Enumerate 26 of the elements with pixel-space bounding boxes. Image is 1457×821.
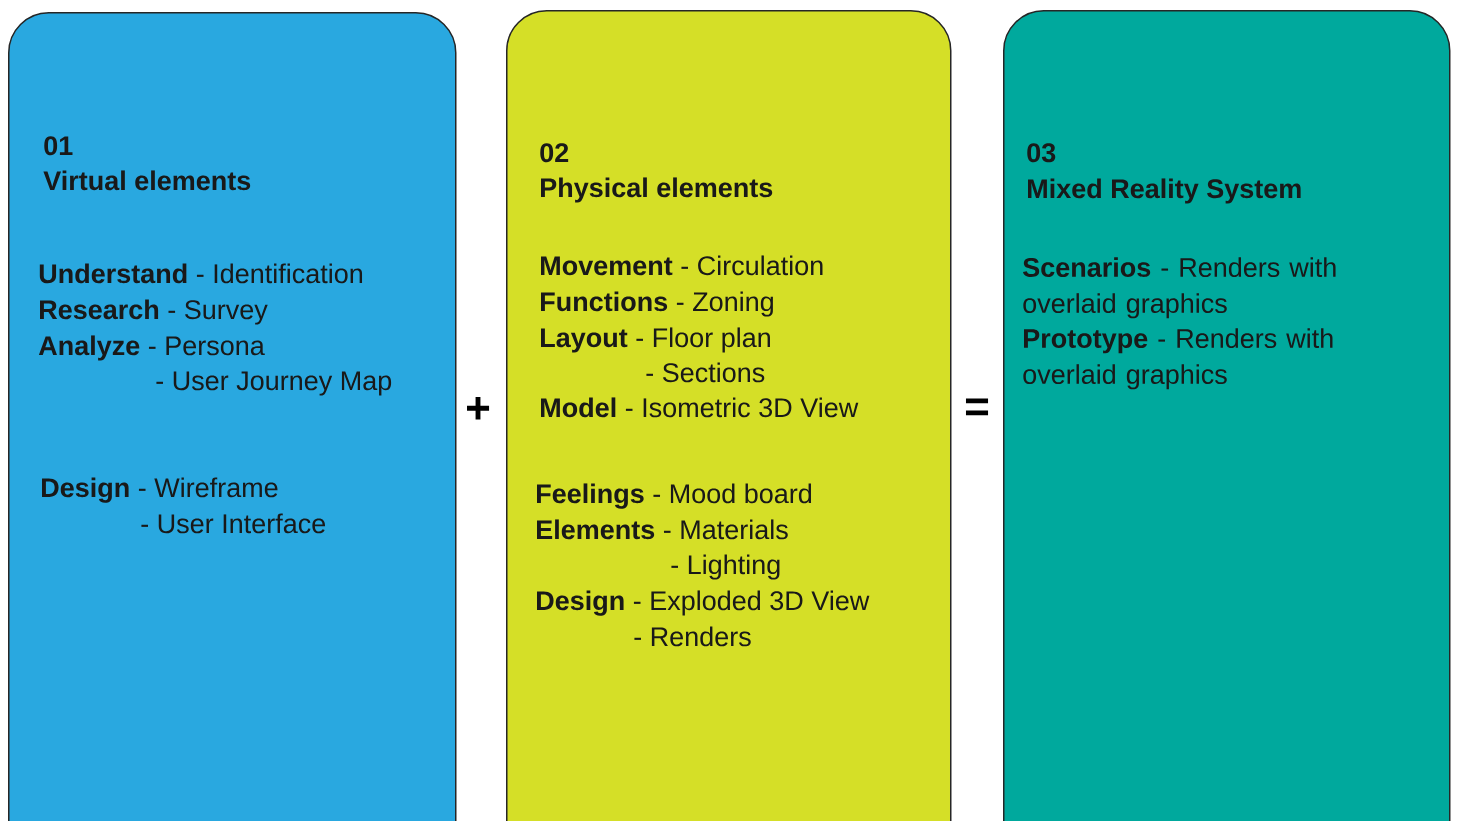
list-item: Prototype - Renders with overlaid graphics [1023, 328, 1333, 390]
list-item: Feelings - Mood board [537, 483, 812, 509]
operator-sign: = [966, 398, 989, 416]
list-item: - Lighting [671, 554, 780, 580]
heading-number: 03 [1027, 143, 1056, 163]
list-item: Research - Survey [40, 299, 268, 325]
heading: Physical elements [541, 177, 773, 203]
list-item: Functions - Zoning [541, 291, 773, 317]
heading-number: 02 [540, 143, 569, 163]
list-item: Elements - Materials [537, 519, 788, 540]
heading-number: 01 [44, 136, 73, 156]
list-item: - Renders [634, 626, 751, 647]
list-item: Movement - Circulation [541, 255, 823, 276]
list-item: - User Journey Map [156, 371, 392, 396]
list-item: - Sections [646, 362, 765, 383]
list-item: Design - Wireframe [42, 477, 278, 503]
list-item: - User Interface [141, 513, 326, 534]
list-item: Model - Isometric 3D View [541, 397, 859, 418]
list-item: Analyze - Persona [38, 335, 265, 361]
heading: Mixed Reality System [1028, 178, 1301, 204]
operator-sign: + [467, 397, 490, 420]
heading: Virtual elements [43, 170, 251, 191]
list-item: Scenarios - Renders with overlaid graphics [1023, 257, 1336, 319]
list-item: Layout - Floor plan [541, 327, 770, 353]
list-item: Understand - Identification [39, 263, 363, 284]
list-item: Design - Exploded 3D View [537, 590, 870, 616]
